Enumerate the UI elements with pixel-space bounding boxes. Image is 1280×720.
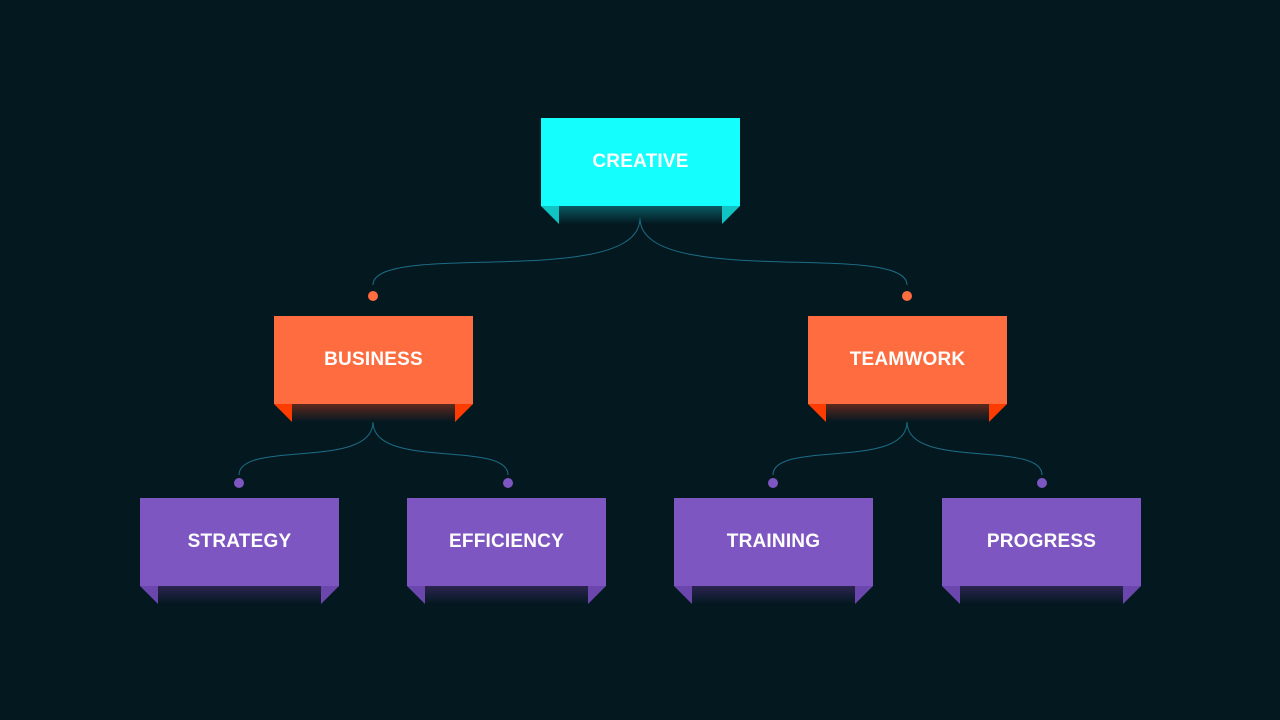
node-business-fold-left (274, 404, 292, 422)
connector-dot-efficiency (503, 478, 513, 488)
node-business-shadow (292, 404, 455, 422)
node-strategy-shadow (158, 586, 321, 604)
node-teamwork-label: TEAMWORK (808, 316, 1007, 404)
node-training-shadow (692, 586, 855, 604)
connector-dot-progress (1037, 478, 1047, 488)
connector-dot-training (768, 478, 778, 488)
connector-business-efficiency (372, 421, 509, 476)
node-progress-label: PROGRESS (942, 498, 1141, 586)
node-creative-label: CREATIVE (541, 118, 740, 206)
node-teamwork-shadow (826, 404, 989, 422)
node-creative-fold-right (722, 206, 740, 224)
node-training[interactable]: TRAINING (674, 498, 873, 604)
node-business-label: BUSINESS (274, 316, 473, 404)
node-teamwork[interactable]: TEAMWORK (808, 316, 1007, 422)
node-business-fold-right (455, 404, 473, 422)
node-strategy-fold-right (321, 586, 339, 604)
node-training-label: TRAINING (674, 498, 873, 586)
node-creative-fold-left (541, 206, 559, 224)
connector-teamwork-progress (906, 421, 1043, 476)
node-teamwork-fold-right (989, 404, 1007, 422)
node-strategy-label: STRATEGY (140, 498, 339, 586)
node-teamwork-fold-left (808, 404, 826, 422)
node-strategy[interactable]: STRATEGY (140, 498, 339, 604)
node-efficiency-label: EFFICIENCY (407, 498, 606, 586)
node-strategy-fold-left (140, 586, 158, 604)
node-efficiency[interactable]: EFFICIENCY (407, 498, 606, 604)
node-training-fold-left (674, 586, 692, 604)
node-training-fold-right (855, 586, 873, 604)
node-efficiency-fold-left (407, 586, 425, 604)
node-progress-fold-right (1123, 586, 1141, 604)
connector-root-teamwork (639, 217, 908, 286)
connector-dot-business (368, 291, 378, 301)
node-efficiency-shadow (425, 586, 588, 604)
node-creative[interactable]: CREATIVE (541, 118, 740, 224)
connector-teamwork-training (772, 421, 908, 476)
node-progress-shadow (960, 586, 1123, 604)
node-efficiency-fold-right (588, 586, 606, 604)
node-creative-shadow (559, 206, 722, 224)
connector-root-business (372, 217, 641, 286)
node-progress-fold-left (942, 586, 960, 604)
connector-business-strategy (238, 421, 374, 476)
node-business[interactable]: BUSINESS (274, 316, 473, 422)
connector-dot-strategy (234, 478, 244, 488)
connector-dot-teamwork (902, 291, 912, 301)
node-progress[interactable]: PROGRESS (942, 498, 1141, 604)
